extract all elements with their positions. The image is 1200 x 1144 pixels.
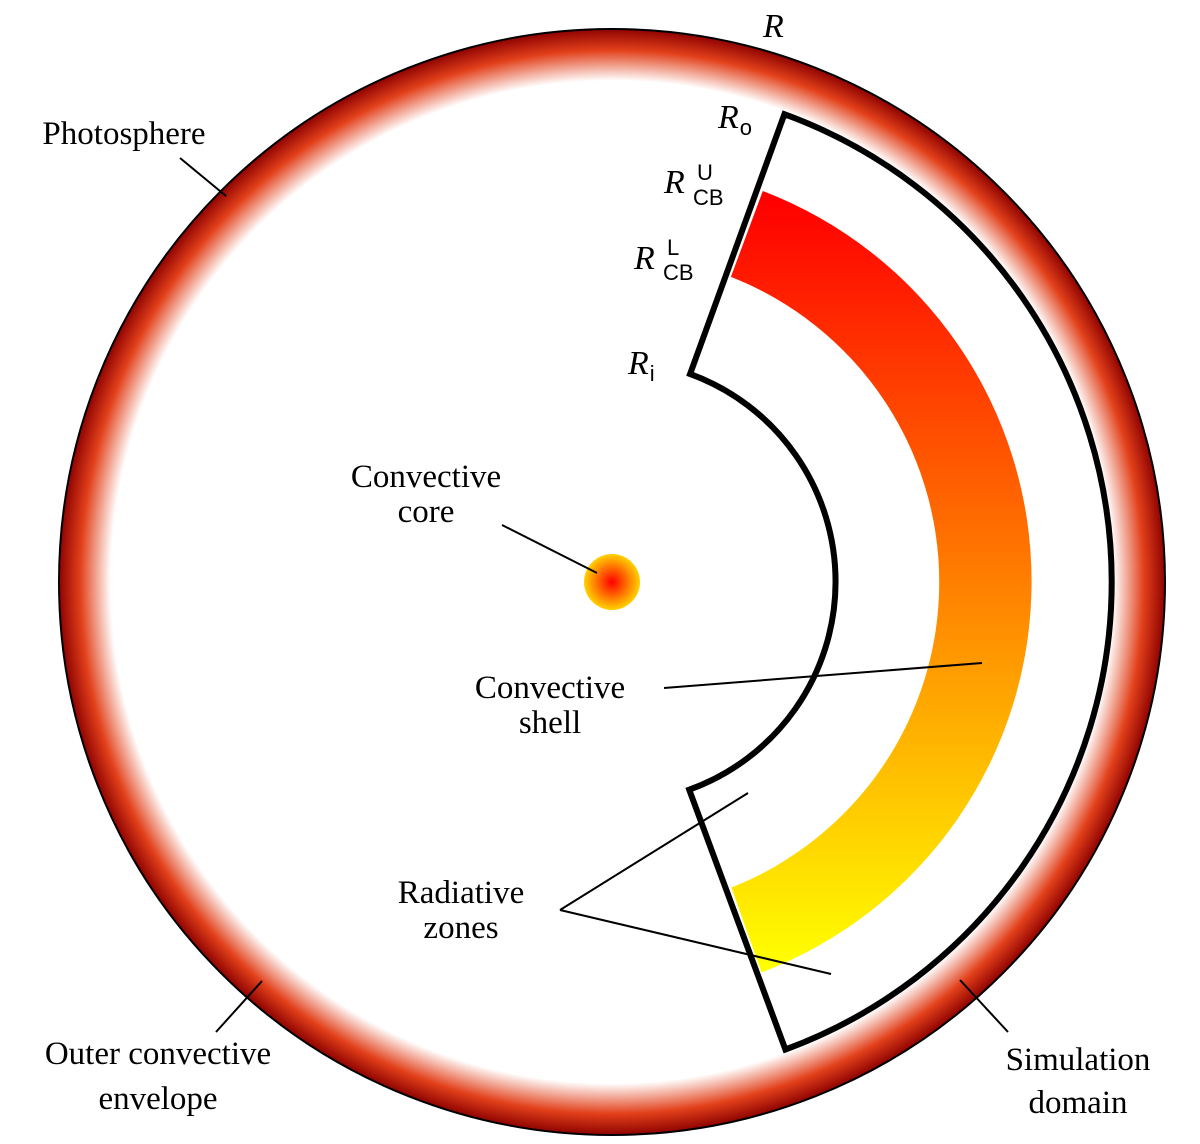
simulation-domain-label-line1: Simulation: [1006, 1042, 1151, 1078]
radius-cb-lower-label: R: [633, 240, 655, 277]
simulation-domain-label-line2: domain: [1029, 1085, 1128, 1121]
photosphere-leader: [179, 157, 227, 197]
radiative-zone-leader-upper: [559, 792, 749, 911]
convective-core-label-line2: core: [398, 494, 455, 530]
radius-cb-upper-sup: U: [697, 160, 713, 185]
radiative-zones-label-line2: zones: [423, 910, 498, 946]
outer-envelope-label-line1: Outer convective: [45, 1036, 271, 1072]
convective-core-label-line1: Convective: [351, 459, 501, 495]
convective-shell-label-line1: Convective: [475, 670, 625, 706]
convective-core-leader: [501, 524, 598, 574]
photosphere-label: Photosphere: [42, 116, 205, 152]
simulation-domain-outline: [685, 110, 1115, 1054]
radius-R-label: R: [762, 8, 784, 45]
convective-core: [584, 554, 640, 610]
radius-cb-upper-label: R: [663, 164, 685, 201]
outer-envelope-leader: [215, 980, 263, 1033]
simulation-domain-leader: [959, 979, 1009, 1033]
photosphere-outline: [58, 28, 1166, 1136]
radiative-zones-label-line1: Radiative: [398, 875, 524, 911]
radius-outer-label: Ro: [717, 99, 752, 140]
radiative-zone-leader-lower: [559, 909, 832, 975]
radius-cb-lower-sup: L: [667, 235, 679, 260]
outer-envelope-label-line2: envelope: [98, 1081, 217, 1117]
convective-shell-label-line2: shell: [519, 705, 581, 741]
radius-cb-lower-sub: CB: [663, 260, 694, 285]
radius-cb-upper-sub: CB: [693, 185, 724, 210]
convective-shell-leader: [663, 662, 983, 689]
convective-shell: [730, 191, 1032, 973]
radius-inner-label: Ri: [627, 345, 655, 386]
